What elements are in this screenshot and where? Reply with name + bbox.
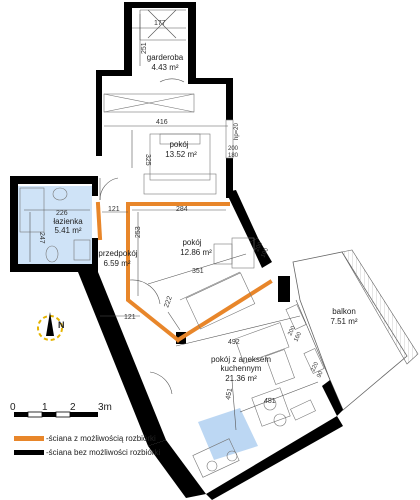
legend-permanent-label: -ściana bez możliwości rozbiórki	[46, 448, 160, 457]
kitchen-highlight	[198, 408, 258, 460]
legend-removable-label: -ściana z możliwością rozbiórki	[46, 434, 156, 443]
compass: N	[37, 312, 65, 341]
dimension-label: 121	[108, 206, 120, 213]
room-area: 12.86 m²	[180, 248, 212, 257]
dimension-label: 351	[192, 268, 204, 275]
dimension-label: 247	[38, 232, 45, 244]
room-name-line2: kuchennym	[221, 364, 262, 373]
room-area: 21.36 m²	[225, 374, 257, 383]
scale-tick-label: 1	[42, 402, 48, 413]
dimension-label: 284	[176, 206, 188, 213]
room-aneks: pokój z aneksem kuchennym 21.36 m²	[211, 355, 271, 383]
removable-walls	[95, 201, 273, 343]
dimension-label: 226	[56, 210, 68, 217]
scale-tick-label: 2	[70, 402, 76, 413]
dimension-label: 481	[264, 398, 276, 405]
room-garderoba: garderoba 4.43 m²	[147, 53, 184, 72]
scale-tick-label: 0	[10, 402, 16, 413]
room-area: 5.41 m²	[54, 226, 81, 235]
room-area: 13.52 m²	[165, 150, 197, 159]
legend-swatch-permanent	[14, 450, 44, 455]
window-width-label: 200	[228, 146, 239, 152]
legend-swatch-removable	[14, 436, 44, 441]
window-height-label: 100	[260, 247, 270, 259]
room-name: przedpokój	[98, 249, 137, 258]
room-pokoj-1: pokój 13.52 m²	[165, 140, 197, 159]
compass-north-label: N	[58, 320, 65, 330]
dimension-label: 251	[141, 42, 148, 54]
window-height-label: 180	[228, 153, 239, 159]
dimension-label: 253	[135, 226, 142, 238]
dimension-label: 492	[228, 339, 240, 346]
room-name: balkon	[332, 307, 356, 316]
dimension-label: 416	[156, 119, 168, 126]
room-name: pokój z aneksem	[211, 355, 271, 364]
permanent-walls	[10, 2, 343, 500]
room-pokoj-2: pokój 12.86 m²	[180, 238, 212, 257]
dimension-label: 325	[144, 154, 151, 166]
legend: -ściana z możliwością rozbiórki -ściana …	[14, 434, 160, 457]
room-lazienka: łazienka 5.41 m²	[53, 217, 83, 235]
room-area: 7.51 m²	[330, 317, 357, 326]
room-przedpokoj: przedpokój 6.59 m²	[98, 249, 137, 268]
dimension-labels: 177 251 416 325 226 247 121 284 253 351 …	[38, 20, 276, 405]
room-name: łazienka	[53, 217, 83, 226]
door-width-label: 200	[287, 325, 297, 337]
door-height-label: 90	[316, 370, 325, 379]
door-height-label: 160	[293, 331, 303, 343]
dimension-label: 121	[124, 314, 136, 321]
window-labels: 200 180 hp=20 200 100 200 160 220 90	[228, 122, 325, 378]
dimension-label: 222	[163, 295, 174, 308]
window-width-label: 200	[254, 241, 264, 253]
room-name: pokój	[169, 140, 188, 149]
bathroom-floor	[18, 186, 92, 264]
room-name: pokój	[182, 238, 201, 247]
door-width-label: 220	[310, 361, 320, 373]
dimension-lines	[24, 14, 319, 431]
room-area: 6.59 m²	[103, 259, 130, 268]
room-name: garderoba	[147, 53, 184, 62]
room-balkon: balkon 7.51 m²	[330, 307, 357, 326]
scale-bar: 0 1 2 3m	[10, 402, 112, 418]
dimension-label: 451	[225, 388, 234, 401]
room-area: 4.43 m²	[151, 63, 178, 72]
dimension-label: 177	[154, 20, 166, 27]
balcony	[292, 249, 419, 411]
scale-tick-label: 3m	[98, 402, 112, 413]
window-sill-label: hp=20	[234, 122, 240, 140]
